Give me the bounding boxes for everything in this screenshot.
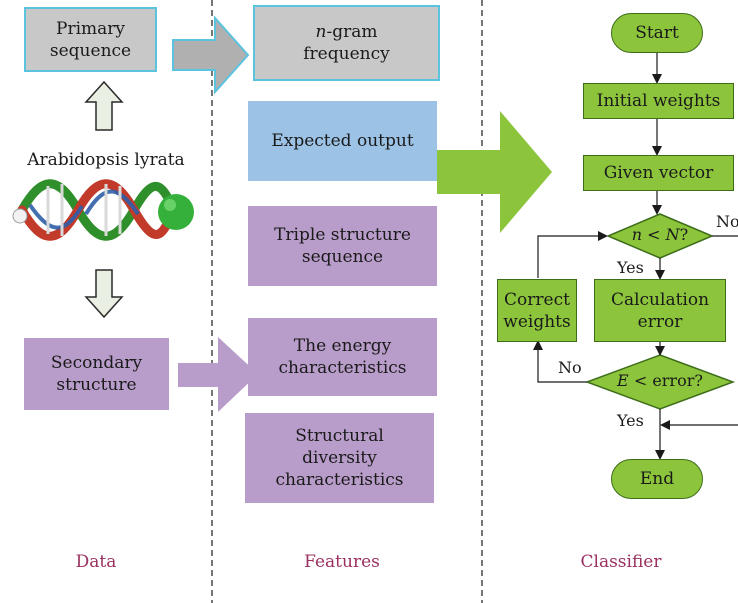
ngram-rest-text: -gram frequency [303,22,390,64]
triple-structure-box: Triple structure sequence [248,206,437,286]
cond1-N-symbol: N [665,225,680,244]
end-label: End [639,469,675,489]
secondary-to-energy-arrow-icon [178,337,258,412]
no-top-label: No [716,212,738,231]
cond2-E-symbol: E [617,371,629,390]
expected-output-label: Expected output [271,131,414,151]
decision-E-less-error-label: E < error? [603,371,717,390]
yes-label-2: Yes [617,411,644,430]
expected-output-box: Expected output [248,101,437,181]
structural-diversity-box: Structural diversity characteristics [245,413,434,503]
dna-helix-icon [12,179,194,241]
start-node: Start [611,13,703,53]
correct-weights-node: Correct weights [497,279,577,342]
data-caption: Data [75,552,117,572]
cond1-n-symbol: n [631,225,643,244]
secondary-structure-box: Secondary structure [24,338,169,410]
yes-label-1: Yes [617,258,644,277]
features-caption: Features [304,552,380,572]
given-vector-node: Given vector [583,155,734,191]
ngram-frequency-label: n-gram frequency [303,21,389,65]
triple-structure-label: Triple structure sequence [274,225,411,267]
initial-weights-label: Initial weights [596,91,721,111]
primary-to-ngram-arrow-icon [172,15,250,95]
initial-weights-node: Initial weights [583,83,734,119]
end-node: End [611,459,703,499]
cond1-less-than: < [642,225,666,244]
up-arrow-icon [84,80,124,131]
secondary-structure-label: Secondary structure [50,353,143,395]
classifier-caption: Classifier [580,552,662,572]
calculation-error-node: Calculation error [594,279,726,342]
energy-characteristics-box: The energy characteristics [248,318,437,396]
cond2-less-error: < error? [628,371,703,390]
down-arrow-icon [84,269,124,319]
correct-weights-label: Correct weights [503,289,571,332]
cond1-question: ? [679,225,689,244]
no-left-label: No [558,358,582,377]
given-vector-label: Given vector [603,163,714,183]
primary-sequence-box: Primary sequence [24,7,157,72]
calculation-error-label: Calculation error [610,289,710,332]
decision-n-less-N-label: n < N? [618,225,702,244]
ngram-n-symbol: n [315,22,327,42]
energy-characteristics-label: The energy characteristics [278,336,407,378]
structural-diversity-label: Structural diversity characteristics [275,426,404,490]
organism-label: Arabidopsis lyrata [27,150,185,170]
start-label: Start [635,23,679,43]
features-to-classifier-arrow-icon [437,111,552,233]
ngram-frequency-box: n-gram frequency [253,5,440,81]
primary-sequence-label: Primary sequence [49,18,132,61]
